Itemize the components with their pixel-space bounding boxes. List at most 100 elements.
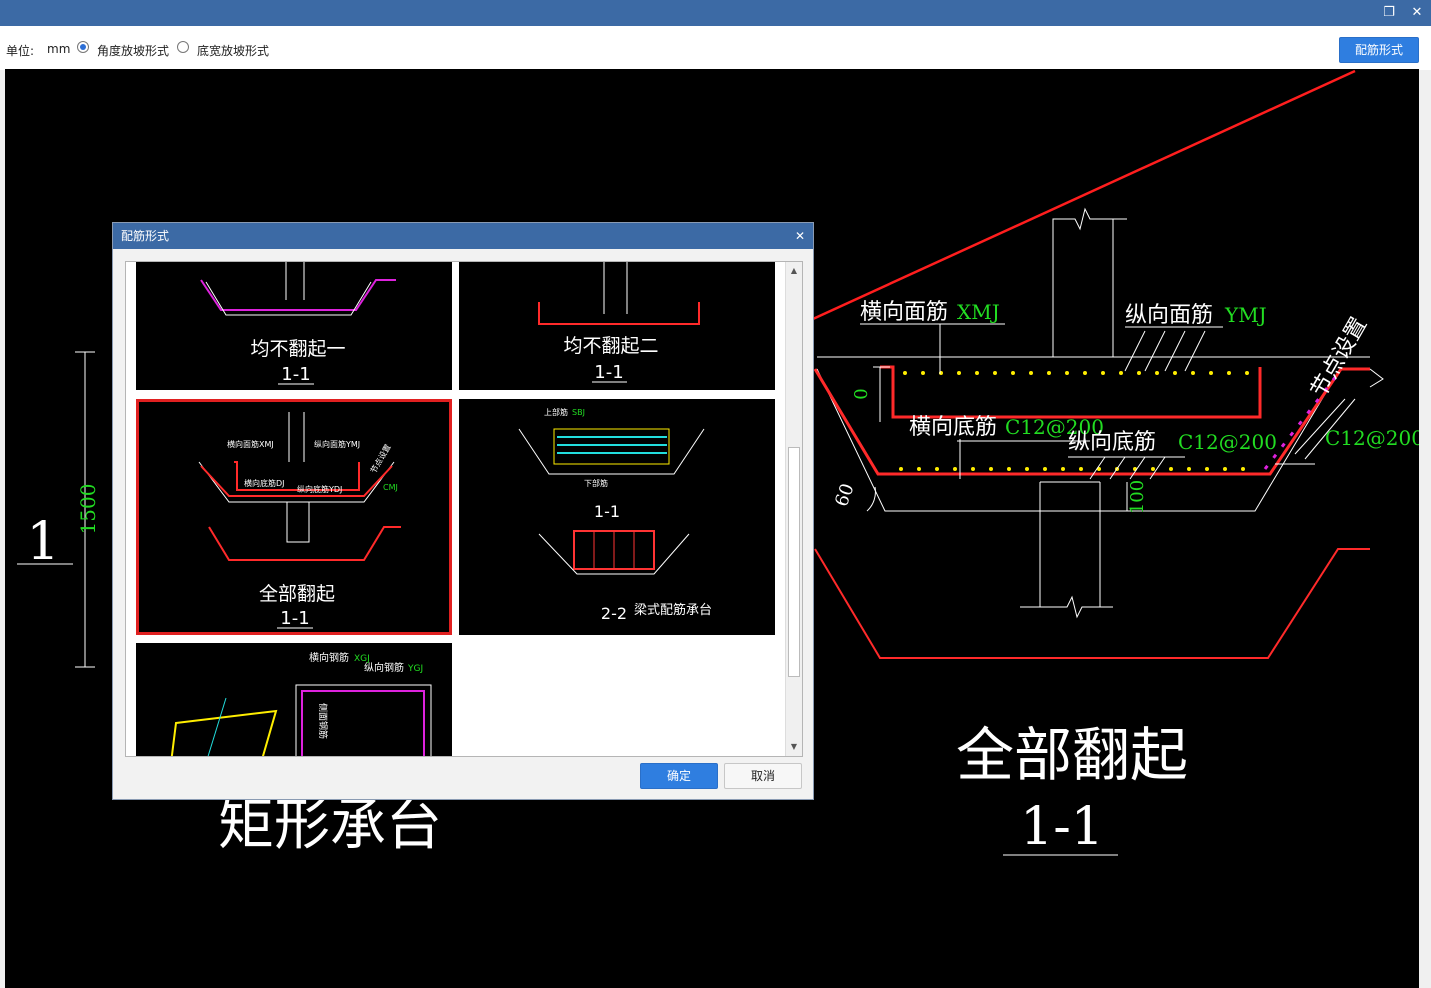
dim-60-text: 60 — [831, 481, 859, 510]
t5-iso-bar — [207, 697, 227, 756]
ok-button[interactable]: 确定 — [640, 763, 718, 789]
thumb-rect-cap[interactable]: 横向钢筋 XGJ 纵向钢筋 YGJ 侧面钢筋 — [136, 643, 452, 756]
t3-xdj: 横向底筋DJ — [244, 478, 285, 488]
cad-drawing: 1500 1 0 — [17, 69, 1419, 858]
t5-inner — [301, 690, 425, 756]
thumb-beam-cap[interactable]: 上部筋 SBJ 下部筋 1-1 2-2 梁式配筋承台 — [459, 399, 775, 635]
restore-icon[interactable]: ❐ — [1383, 5, 1395, 20]
t3-excavation — [208, 526, 401, 561]
t3-title: 全部翻起 — [259, 583, 335, 605]
t4-beam-box — [553, 428, 670, 465]
ymj-label: 纵向面筋 — [1125, 303, 1213, 328]
rebar-form-dialog: 配筋形式 ✕ 均不翻起一 1-1 均不翻起二 1-1 — [112, 222, 814, 800]
t5-ygj-code: YGJ — [407, 664, 423, 674]
t2-section: 1-1 — [594, 362, 623, 383]
angle-slope-label[interactable]: 角度放坡形式 — [97, 44, 170, 58]
angle-arc — [866, 486, 876, 512]
t3-ymj: 纵向面筋YMJ — [314, 439, 360, 449]
t1-outline — [205, 281, 372, 316]
t3-section: 1-1 — [280, 608, 309, 629]
dialog-close-icon[interactable]: ✕ — [794, 229, 805, 243]
t5-xgj: 横向钢筋 — [309, 651, 349, 664]
ydj-label: 纵向底筋 — [1068, 430, 1156, 455]
width-slope-label[interactable]: 底宽放坡形式 — [197, 44, 270, 58]
column-top-outline — [1052, 207, 1127, 357]
t3-top-rebar — [234, 461, 360, 491]
t3-bottom-rebar — [200, 465, 393, 497]
ydj-ticks — [1089, 456, 1166, 480]
thumbnail-list[interactable]: 均不翻起一 1-1 均不翻起二 1-1 — [125, 261, 803, 757]
scroll-thumb[interactable] — [788, 447, 800, 677]
scroll-down-icon[interactable]: ▼ — [790, 742, 798, 751]
t4-top: 上部筋 — [544, 407, 568, 417]
thumb-all-flip[interactable]: 横向面筋XMJ 纵向面筋YMJ 横向底筋DJ 纵向底筋YDJ CMJ 节点设置 … — [136, 399, 452, 635]
thumb-none-flip-2-drawing: 均不翻起二 1-1 — [538, 262, 700, 383]
ydj-code: C12@200 — [1178, 430, 1277, 454]
ymj-code: YMJ — [1224, 303, 1267, 327]
t3-ydj: 纵向底筋YDJ — [297, 484, 342, 494]
side-code: C12@200 — [1325, 426, 1419, 450]
node-label: 节点设置 — [1307, 313, 1373, 402]
xmj-code: XMJ — [957, 300, 1000, 324]
t4-outline-2 — [538, 533, 690, 575]
thumb-rect-cap-drawing: 横向钢筋 XGJ 纵向钢筋 YGJ 侧面钢筋 — [170, 651, 432, 756]
dim-big-1-text: 1 — [26, 512, 59, 572]
unit-value: mm — [47, 42, 71, 56]
scroll-up-icon[interactable]: ▲ — [790, 266, 798, 275]
t3-cmj: CMJ — [383, 483, 398, 492]
dim-1500-text: 1500 — [76, 484, 100, 535]
t3-outline — [198, 461, 395, 503]
t1-section: 1-1 — [281, 364, 310, 385]
thumb-beam-cap-drawing: 上部筋 SBJ 下部筋 1-1 2-2 梁式配筋承台 — [518, 407, 712, 623]
t4-title: 梁式配筋承台 — [634, 602, 712, 618]
node-leaders — [1275, 398, 1356, 465]
width-slope-radio[interactable] — [177, 41, 189, 53]
thumb-none-flip-1[interactable]: 均不翻起一 1-1 — [136, 262, 452, 390]
ymj-ticks — [1124, 330, 1206, 372]
t2-rebar — [538, 302, 700, 325]
toolbar: 单位: mm 角度放坡形式 底宽放坡形式 配筋形式 — [0, 26, 1431, 70]
rebar-form-button[interactable]: 配筋形式 — [1339, 37, 1419, 63]
t4-sec2: 2-2 — [601, 604, 627, 623]
t3-pedestal — [286, 502, 310, 543]
xmj-label: 横向面筋 — [860, 300, 948, 325]
t5-outer — [295, 684, 432, 756]
t3-xmj: 横向面筋XMJ — [227, 439, 274, 449]
pedestal-right — [1099, 482, 1113, 608]
thumbnail-scrollbar[interactable]: ▲ ▼ — [785, 262, 802, 756]
angle-slope-radio[interactable] — [77, 41, 89, 53]
pedestal-break — [1020, 595, 1113, 619]
node-mark — [1369, 368, 1384, 388]
t5-ygj: 纵向钢筋 — [364, 661, 404, 674]
top-rebar — [880, 365, 1262, 419]
bottom-rebar — [813, 367, 1370, 476]
cancel-button[interactable]: 取消 — [724, 763, 802, 789]
xdj-code: C12@200 — [1005, 415, 1104, 439]
thumb-none-flip-2[interactable]: 均不翻起二 1-1 — [459, 262, 775, 390]
thumb-none-flip-1-drawing: 均不翻起一 1-1 — [200, 262, 396, 385]
t4-bottom: 下部筋 — [584, 478, 608, 488]
drawing-title: 全部翻起 — [956, 721, 1188, 789]
excavation-line — [814, 548, 1370, 659]
thumb-all-flip-drawing: 横向面筋XMJ 纵向面筋YMJ 横向底筋DJ 纵向底筋YDJ CMJ 节点设置 … — [198, 412, 401, 629]
unit-label: 单位: — [6, 44, 35, 58]
t2-title: 均不翻起二 — [563, 335, 658, 357]
window-title-bar: ❐ ✕ — [0, 0, 1431, 26]
dim-100-text: 100 — [1127, 480, 1148, 514]
t5-side: 侧面钢筋 — [317, 703, 329, 739]
t1-title: 均不翻起一 — [250, 338, 345, 360]
dialog-title-bar: 配筋形式 ✕ — [113, 223, 813, 249]
t5-iso — [170, 709, 278, 756]
t5-xgj-code: XGJ — [354, 654, 370, 664]
dim-0-text: 0 — [851, 388, 872, 399]
drawing-section: 1-1 — [1020, 797, 1104, 857]
left-title: 矩形承台 — [218, 793, 442, 858]
t4-outline-1 — [518, 428, 705, 475]
t4-sec1: 1-1 — [594, 502, 620, 521]
t4-top-code: SBJ — [572, 408, 585, 417]
close-icon[interactable]: ✕ — [1411, 5, 1423, 20]
dialog-title: 配筋形式 — [121, 229, 170, 243]
t1-rebar — [200, 279, 396, 311]
pedestal-left — [1020, 482, 1041, 608]
xdj-label: 横向底筋 — [909, 415, 997, 440]
